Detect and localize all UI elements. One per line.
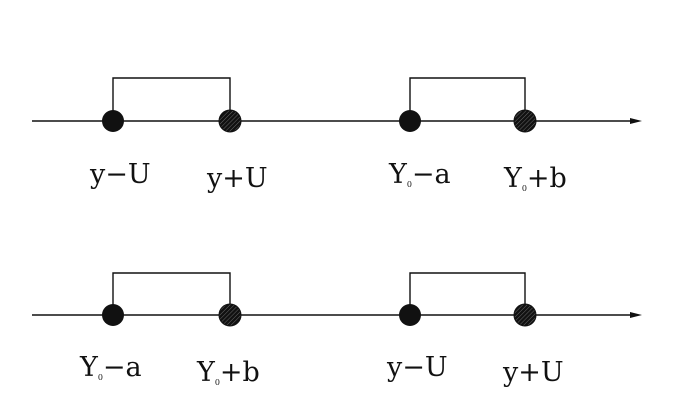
point-1-3 <box>399 110 421 132</box>
label-1-3: Y0−a <box>388 159 451 190</box>
bracket-2b <box>409 272 526 315</box>
point-2-4 <box>513 303 537 327</box>
bracket-1a <box>112 77 231 121</box>
label-2-2: Y0+b <box>196 357 260 388</box>
label-2-3: y−U <box>386 352 448 383</box>
arrowhead-2 <box>630 312 642 318</box>
row-2: Y0−a Y0+b y−U y+U <box>32 272 642 388</box>
point-2-2 <box>218 303 242 327</box>
point-2-3 <box>399 304 421 326</box>
bracket-2a <box>112 272 231 315</box>
point-1-2 <box>218 109 242 133</box>
point-1-4 <box>513 109 537 133</box>
label-2-4: y+U <box>502 357 564 388</box>
label-1-4: Y0+b <box>503 163 567 194</box>
label-1-1: y−U <box>89 159 151 190</box>
arrowhead-1 <box>630 118 642 124</box>
point-1-1 <box>102 110 124 132</box>
point-2-1 <box>102 304 124 326</box>
label-2-1: Y0−a <box>79 352 142 383</box>
bracket-1b <box>409 77 526 121</box>
row-1: y−U y+U Y0−a Y0+b <box>32 77 642 194</box>
label-1-2: y+U <box>206 163 268 194</box>
